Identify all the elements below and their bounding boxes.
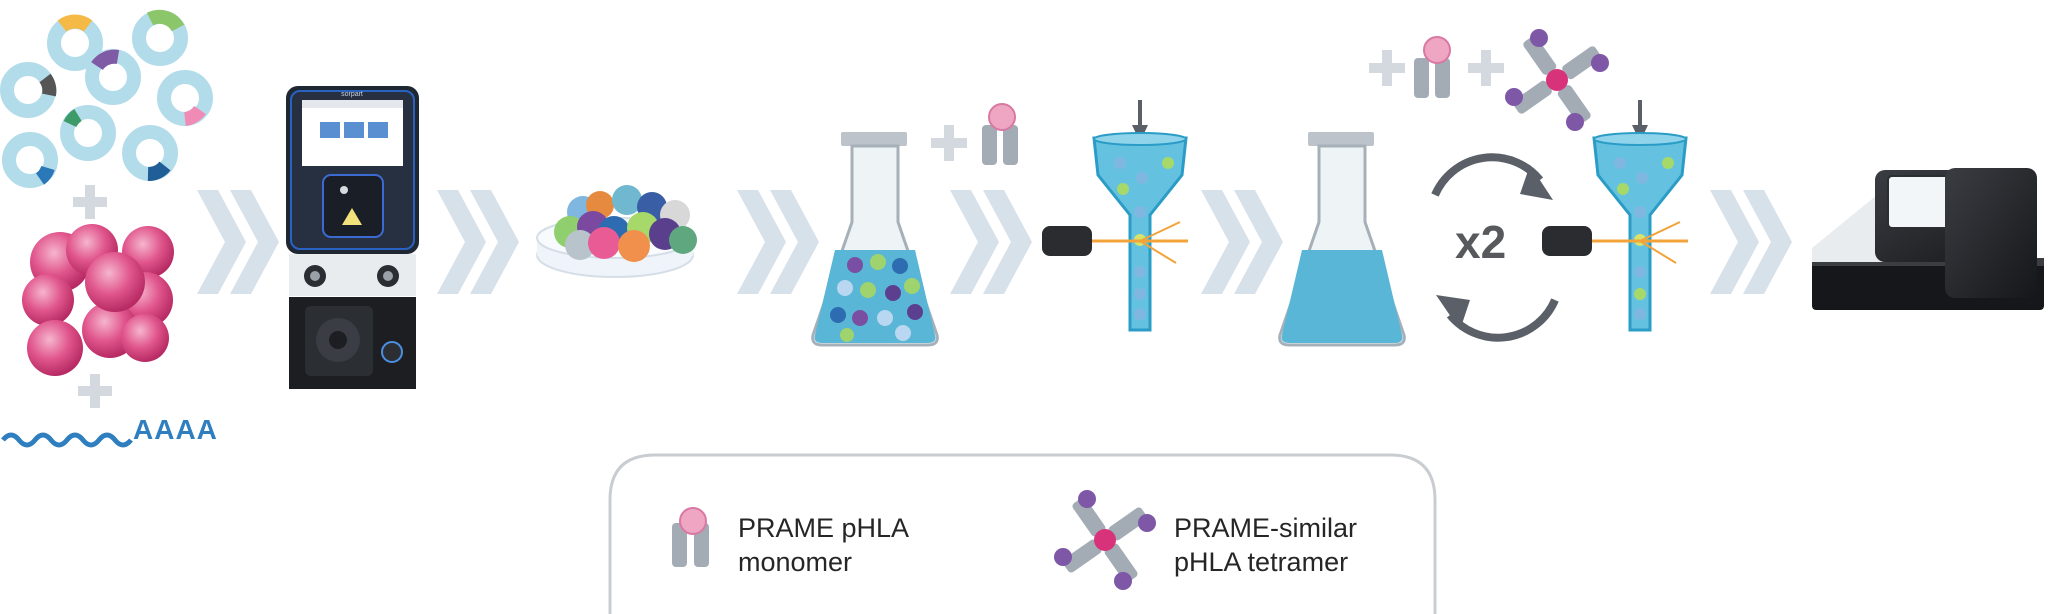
- enriched-cell-flask: [1278, 132, 1406, 347]
- mrna-wave: [1, 432, 133, 448]
- legend-monomer-label: PRAME pHLA monomer: [738, 511, 909, 579]
- cell-analyzer-instrument: [286, 86, 419, 389]
- donut-8: [122, 125, 178, 181]
- pmhc-monomer-icon: [982, 103, 1018, 165]
- poly-a-tail-label: AAAA: [133, 414, 218, 445]
- cell-cluster: [22, 224, 174, 376]
- plus-icon: [931, 125, 967, 161]
- legend-box: [608, 453, 1437, 614]
- flask-with-beads: [811, 132, 939, 347]
- donut-5: [157, 70, 213, 126]
- pmhc-monomer-icon: [1414, 36, 1451, 98]
- legend-monomer-line2: monomer: [738, 547, 853, 577]
- chevron-arrow-1: [197, 190, 279, 294]
- plus-icon: [73, 185, 107, 219]
- flow-sorter-nozzle-2: [1542, 100, 1688, 332]
- sequencer-instrument: [1812, 168, 2044, 310]
- tcr-repertoire-donuts: [0, 9, 213, 188]
- bead-dish: [536, 185, 697, 278]
- pmhc-tetramer-icon: [1505, 29, 1609, 131]
- plus-icon: [1369, 50, 1405, 86]
- chevron-arrow-6: [1710, 190, 1792, 294]
- machine-brand: sorpart: [341, 91, 363, 98]
- donut-2: [132, 9, 188, 66]
- legend-monomer-icon: [672, 507, 709, 567]
- legend-monomer-line1: PRAME pHLA: [738, 513, 910, 543]
- legend-tetramer-icon: [1054, 490, 1156, 590]
- donut-3: [0, 62, 57, 118]
- chevron-arrow-5: [1201, 190, 1283, 294]
- plus-icon: [78, 374, 112, 408]
- donut-1: [47, 14, 103, 71]
- chevron-arrow-4: [950, 190, 1032, 294]
- donut-4: [85, 49, 141, 105]
- chevron-arrow-2: [437, 190, 519, 294]
- donut-6: [60, 105, 116, 161]
- repeat-cycle-arrows: [1431, 153, 1559, 342]
- plus-icon: [1468, 50, 1504, 86]
- legend-tetramer-label: PRAME-similar pHLA tetramer: [1174, 511, 1357, 579]
- legend-tetramer-line2: pHLA tetramer: [1174, 547, 1349, 577]
- legend-tetramer-line1: PRAME-similar: [1174, 513, 1358, 543]
- chevron-arrow-3: [737, 190, 819, 294]
- cycle-count-label: x2: [1455, 216, 1507, 268]
- flow-sorter-nozzle-1: [1042, 100, 1188, 332]
- donut-7: [2, 132, 58, 188]
